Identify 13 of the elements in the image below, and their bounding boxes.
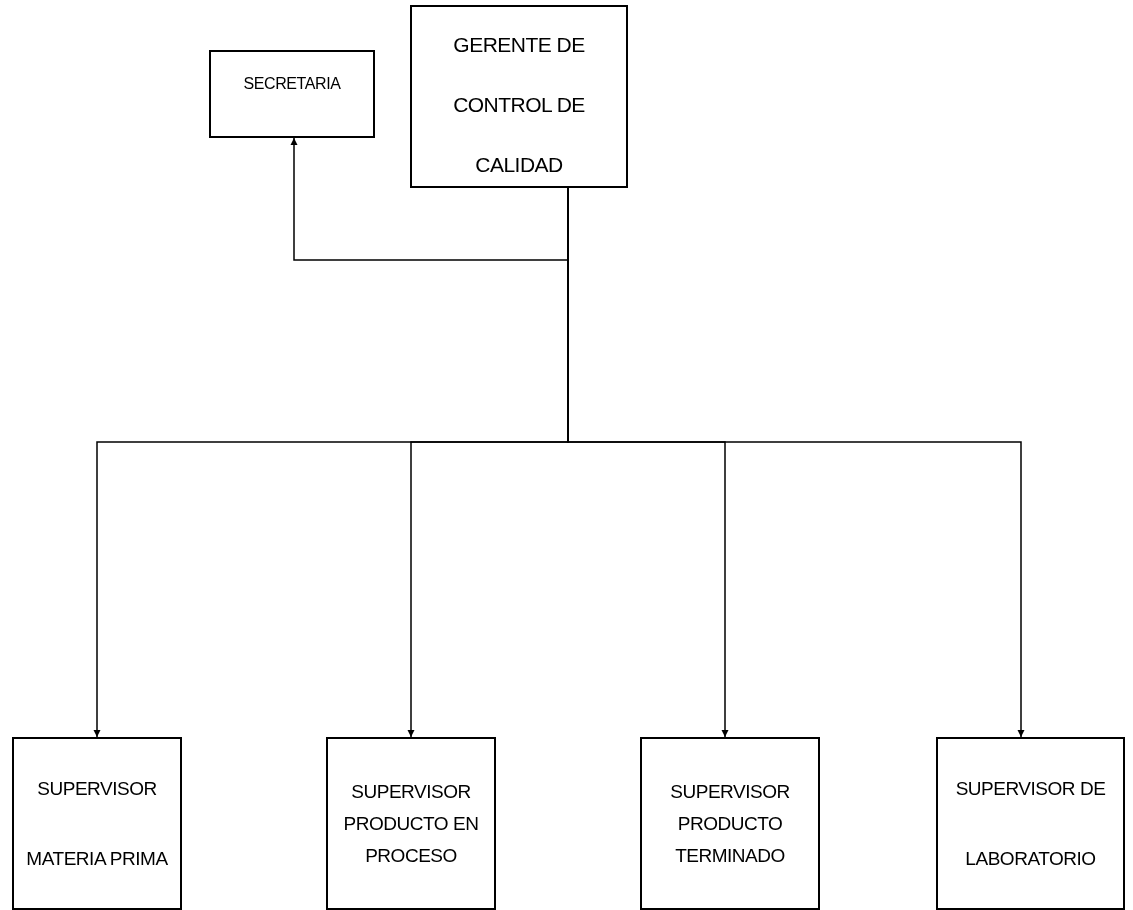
role-title: SUPERVISOR DE LABORATORIO <box>954 776 1107 871</box>
role-title: SUPERVISOR PRODUCTO EN PROCESO <box>342 779 480 868</box>
org-box <box>640 737 820 910</box>
role-title: GERENTE DE CONTROL DE CALIDAD <box>452 32 586 178</box>
org-box <box>12 737 182 910</box>
org-box <box>326 737 496 910</box>
role-title: SUPERVISOR PRODUCTO TERMINADO <box>669 779 791 868</box>
role-title: SECRETARIA <box>243 74 341 94</box>
org-box <box>209 50 375 138</box>
org-box <box>936 737 1125 910</box>
role-title: SUPERVISOR MATERIA PRIMA <box>25 776 169 871</box>
connector-arrow <box>290 137 569 261</box>
org-box <box>410 5 628 188</box>
